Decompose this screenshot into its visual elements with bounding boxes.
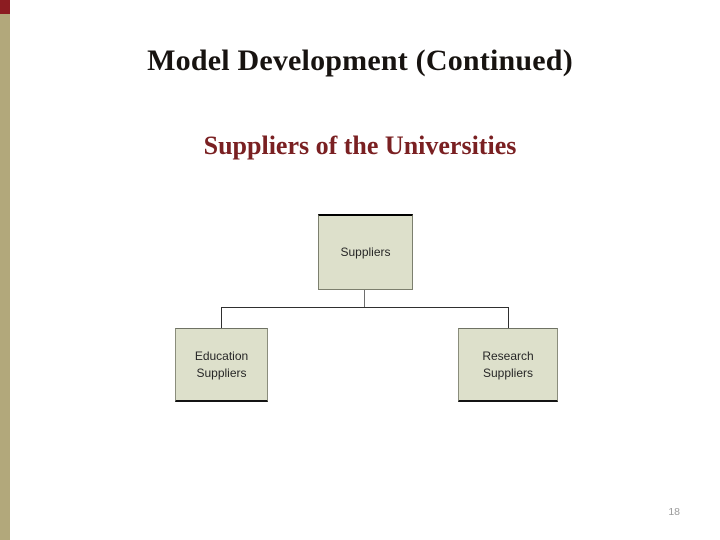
left-edge-strip — [0, 0, 10, 540]
connector-left-drop — [221, 307, 222, 328]
org-box-education-suppliers: Education Suppliers — [175, 328, 268, 402]
org-box-suppliers-label: Suppliers — [340, 245, 391, 260]
connector-root-stub — [364, 290, 365, 308]
slide-title: Model Development (Continued) — [147, 44, 573, 77]
org-box-research-suppliers-label: Research Suppliers — [482, 349, 534, 380]
slide-subtitle: Suppliers of the Universities — [203, 131, 517, 160]
page-number: 18 — [668, 506, 680, 518]
left-edge-accent-square — [0, 0, 10, 14]
connector-horizontal-bar — [221, 307, 509, 308]
connector-right-drop — [508, 307, 509, 328]
org-box-education-suppliers-label: Education Suppliers — [194, 349, 249, 380]
org-box-suppliers: Suppliers — [318, 214, 413, 290]
org-box-research-suppliers: Research Suppliers — [458, 328, 558, 402]
